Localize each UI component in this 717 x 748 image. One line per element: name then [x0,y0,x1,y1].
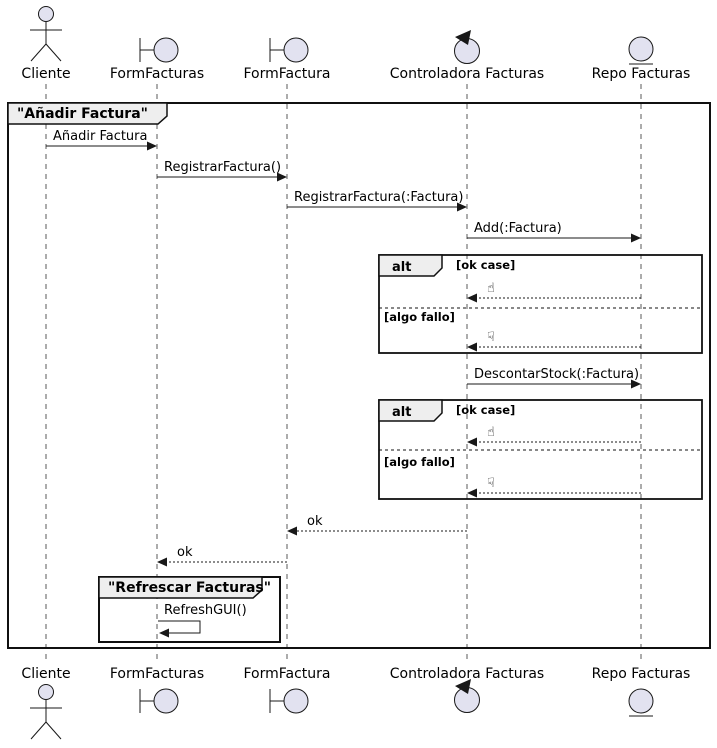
participant-formfacturas-bottom-label: FormFacturas [110,666,204,682]
participant-formfactura-bottom: FormFactura [243,666,331,714]
boundary-circle [153,688,179,714]
alt-fragment-1-border [378,254,703,354]
message-self-line-12 [158,620,201,634]
participant-formfactura-top-label: FormFactura [243,66,330,82]
actor-head [38,684,54,700]
message-arrowhead-12 [159,628,169,638]
participant-formfacturas-bottom: FormFacturas [110,666,204,714]
message-label-9: ☟ [487,476,495,491]
message-9: ☟ [467,476,641,498]
boundary-circle [153,37,179,63]
participant-formfactura-top: FormFactura [243,37,331,82]
alt-fragment-1-keyword-tab [378,254,443,277]
message-7: DescontarStock(:Factura) [467,367,641,389]
alt-fragment-2-keyword-tab [378,399,443,422]
alt-fragment-1-guard-1: [ok case] [456,258,515,272]
message-label-4: Add(:Factura) [474,221,562,236]
participant-controladora-bottom: Controladora Facturas [390,666,544,713]
alt-fragment-2-guard-2: [algo fallo] [384,455,455,469]
participant-cliente-bottom-label: Cliente [21,666,70,682]
participant-repo-bottom-label: Repo Facturas [592,666,691,682]
participant-repo-top-label: Repo Facturas [592,66,691,82]
message-11: ok [157,545,287,567]
message-label-7: DescontarStock(:Factura) [474,367,639,382]
participant-controladora-bottom-label: Controladora Facturas [390,666,544,682]
message-1: Añadir Factura [46,129,157,151]
message-label-2: RegistrarFactura() [164,160,281,175]
control-arrow [455,679,471,694]
boundary-circle [283,688,309,714]
participant-cliente-top: Cliente [21,6,71,82]
participant-controladora-top: Controladora Facturas [390,30,544,82]
alt-fragment-1: alt [ok case] [algo fallo] [378,254,703,354]
actor-leg-right [45,721,62,740]
message-arrowhead-9 [467,488,477,498]
message-arrowhead-5 [467,293,477,303]
anadir-factura-frame-title-tab [7,102,168,125]
actor-leg-left [30,721,47,740]
alt-fragment-2-guard-1: [ok case] [456,403,515,417]
actor-leg-left [30,43,47,62]
participant-formfacturas-top-label: FormFacturas [110,66,204,82]
alt-fragment-1-guard-2: [algo fallo] [384,310,455,324]
participant-repo-top: Repo Facturas [592,36,691,82]
actor-head [38,6,54,22]
alt-fragment-2-keyword: alt [392,405,411,420]
control-arrow [455,30,471,45]
message-arrowhead-1 [147,141,157,151]
message-arrowhead-2 [277,172,287,182]
message-2: RegistrarFactura() [157,160,287,182]
message-label-10: ok [307,514,323,529]
message-arrowhead-11 [157,557,167,567]
participant-formfactura-bottom-label: FormFactura [243,666,330,682]
message-arrowhead-8 [467,437,477,447]
participant-cliente-top-label: Cliente [21,66,70,82]
entity-circle [628,688,654,714]
participant-controladora-top-label: Controladora Facturas [390,66,544,82]
message-label-5: ☝ [487,281,495,296]
refrescar-facturas-frame-title: "Refrescar Facturas" [108,580,271,596]
message-label-8: ☝ [487,425,495,440]
anadir-factura-frame-border [7,102,711,649]
participant-cliente-bottom: Cliente [21,666,71,740]
message-arrowhead-3 [457,202,467,212]
anadir-factura-frame: "Añadir Factura" [7,102,711,649]
alt-fragment-2: alt [ok case] [algo fallo] [378,399,703,500]
message-12: RefreshGUI() [158,603,247,638]
boundary-circle [283,37,309,63]
message-6: ☟ [467,330,641,352]
message-label-3: RegistrarFactura(:Factura) [294,190,463,205]
message-label-1: Añadir Factura [53,129,148,144]
message-5: ☝ [467,281,641,303]
participant-formfacturas-top: FormFacturas [110,37,204,82]
message-label-6: ☟ [487,330,495,345]
message-arrowhead-7 [631,379,641,389]
message-label-12: RefreshGUI() [164,603,247,618]
message-arrowhead-6 [467,342,477,352]
alt-fragment-1-keyword: alt [392,260,411,275]
message-3: RegistrarFactura(:Factura) [287,190,467,212]
message-8: ☝ [467,425,641,447]
entity-circle [628,36,654,62]
refrescar-facturas-frame: "Refrescar Facturas" [98,576,281,643]
refrescar-facturas-frame-title-tab [98,576,263,599]
participant-repo-bottom: Repo Facturas [592,666,691,717]
message-4: Add(:Factura) [467,221,641,243]
anadir-factura-frame-title: "Añadir Factura" [17,106,148,122]
message-arrowhead-4 [631,233,641,243]
message-10: ok [287,514,467,536]
actor-leg-right [45,43,62,62]
message-arrowhead-10 [287,526,297,536]
message-label-11: ok [177,545,193,560]
